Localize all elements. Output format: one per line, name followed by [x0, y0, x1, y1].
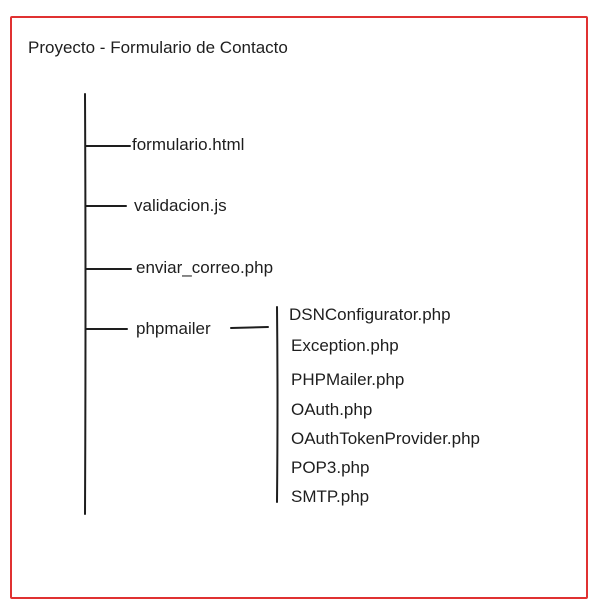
phpmailer-item-smtp: SMTP.php: [291, 487, 370, 506]
phpmailer-item-oauth: OAuth.php: [291, 400, 373, 419]
root-trunk-line: [84, 93, 87, 515]
phpmailer-item-pop3: POP3.php: [291, 458, 370, 477]
tree-item-validacion: validacion.js: [134, 196, 227, 215]
phpmailer-trunk-line: [276, 306, 279, 503]
phpmailer-item-oauthtokenprovider: OAuthTokenProvider.php: [291, 429, 481, 448]
tree-item-phpmailer: phpmailer: [136, 319, 211, 338]
diagram-frame: [10, 16, 588, 599]
phpmailer-item-dsnconfigurator: DSNConfigurator.php: [289, 305, 451, 324]
phpmailer-item-exception: Exception.php: [291, 336, 399, 355]
phpmailer-connector-line: [230, 326, 269, 329]
diagram-title: Proyecto - Formulario de Contacto: [28, 38, 288, 57]
tree-item-formulario: formulario.html: [132, 135, 245, 154]
phpmailer-item-phpmailer: PHPMailer.php: [291, 370, 405, 389]
tree-item-enviar-correo: enviar_correo.php: [136, 258, 274, 277]
